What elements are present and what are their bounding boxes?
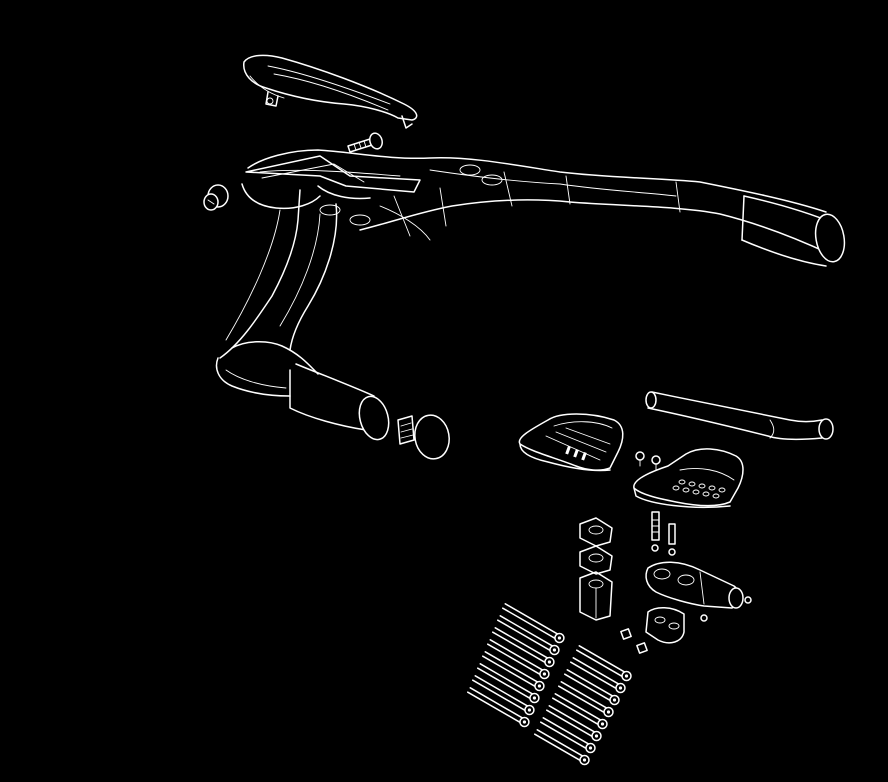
stem-bolt [347,132,383,153]
base-bar [215,149,846,441]
clamp-screws [620,628,648,654]
extension-tube [645,391,834,441]
left-armrest-pad [518,413,624,472]
set-a-bolt [492,627,555,668]
spacer-stack [579,517,613,621]
set-b-bolt [564,669,620,706]
faceplate-cover [243,54,418,129]
set-a-bolt [497,615,560,656]
set-a-bolt [472,675,535,716]
set-b-bolt [570,657,626,694]
extension-clamp [645,561,752,609]
set-a-bolt [482,651,545,692]
bar-end-cap [397,414,450,460]
set-a-bolt [467,687,530,728]
set-a-bolt [502,603,565,644]
bar-plug [203,184,229,211]
right-armrest-pad [633,448,744,509]
long-bolt-set-b [534,645,632,766]
armrest-screws [635,451,661,471]
set-a-bolt [487,639,550,680]
set-b-bolt [552,693,608,730]
long-bolt-set-a [467,603,565,728]
set-a-bolt [477,663,540,704]
mount-bolts [651,511,676,556]
clamp-lower-half [645,607,708,644]
set-b-bolt [546,705,602,742]
set-b-bolt [540,717,596,754]
set-b-bolt [558,681,614,718]
set-b-bolt [534,729,590,766]
set-b-bolt [576,645,632,682]
